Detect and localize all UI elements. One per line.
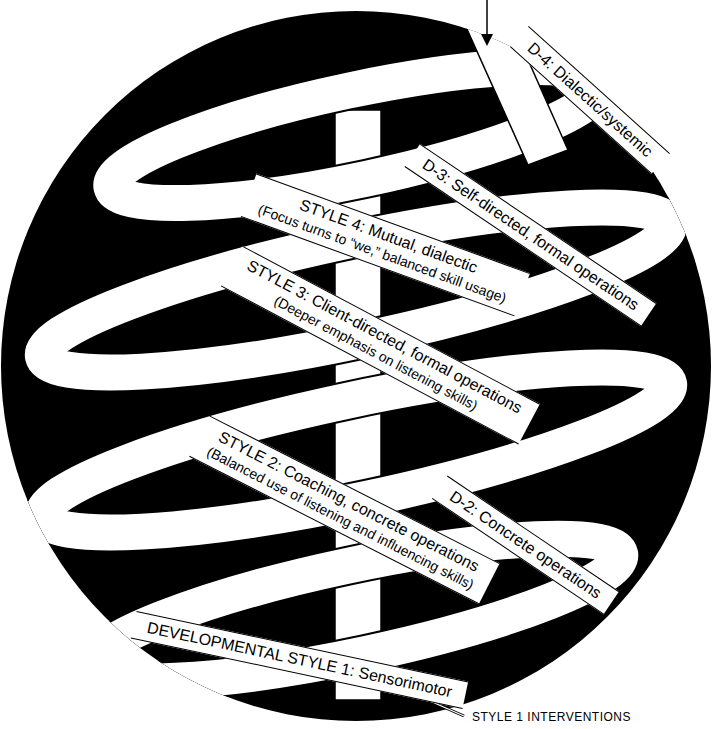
callout-label: STYLE 1 INTERVENTIONS [470,710,633,724]
arrow-head [481,34,493,46]
sphere [1,11,711,721]
ribbon-strip [462,8,568,165]
pointer-arrow [486,0,488,38]
spiral-ribbons [33,8,680,710]
